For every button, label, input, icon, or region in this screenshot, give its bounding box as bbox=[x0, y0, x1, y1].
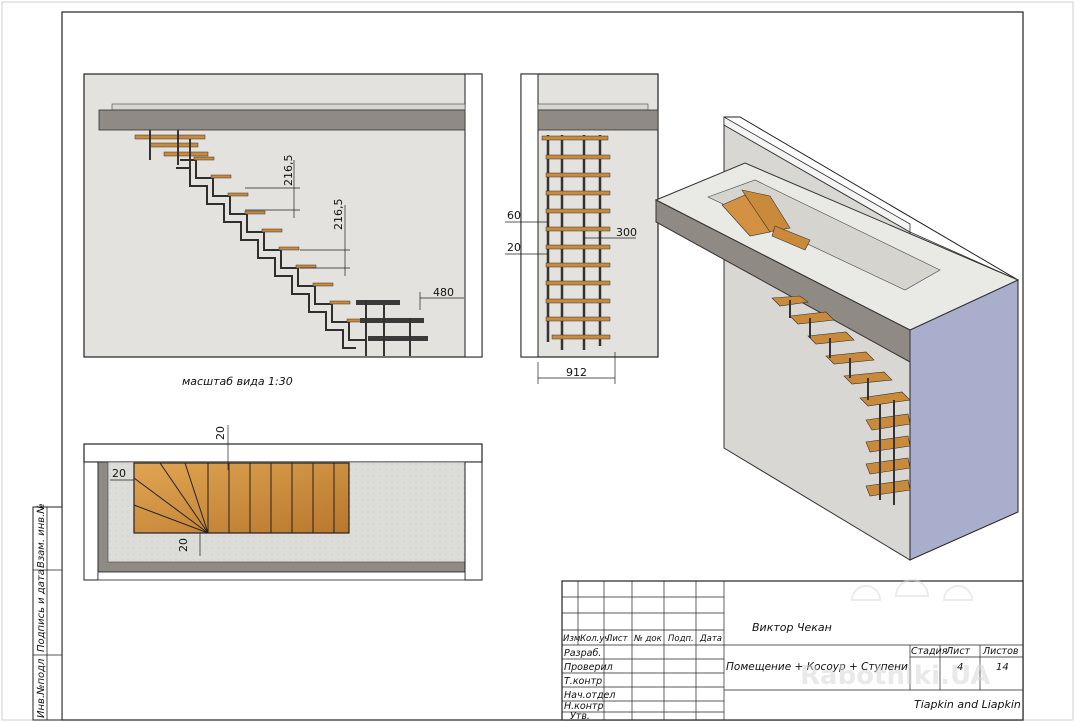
dim-300: 300 bbox=[616, 226, 637, 239]
dim-912: 912 bbox=[566, 366, 587, 379]
listov-value: 14 bbox=[996, 662, 1009, 673]
title-block: Изм. Кол.уч Лист № док Подп. Дата Разраб… bbox=[561, 580, 1024, 722]
dim-plan-left: 20 bbox=[112, 467, 126, 480]
listov-label: Листов bbox=[982, 646, 1019, 657]
isometric-view bbox=[654, 116, 1020, 561]
col-podp: Подп. bbox=[668, 634, 694, 644]
list-value: 4 bbox=[957, 662, 963, 673]
left-stamp-strip: Инв.№подл Подпись и дата Взам. инв.№ bbox=[32, 503, 63, 721]
row-razrab: Разраб. bbox=[564, 648, 601, 659]
dim-plan-top: 20 bbox=[214, 426, 227, 440]
dim-60: 60 bbox=[507, 209, 521, 222]
helmet-icon bbox=[850, 579, 974, 601]
dim-plan-bottom: 20 bbox=[177, 538, 190, 552]
dim-rise-1: 216,5 bbox=[282, 155, 295, 187]
col-list: Лист bbox=[605, 634, 629, 644]
strip-podp-data: Подпись и дата bbox=[36, 569, 47, 652]
strip-vzam: Взам. инв.№ bbox=[36, 503, 47, 568]
side-elevation-view: 60 20 300 912 bbox=[505, 73, 659, 384]
organization-name: Tiapkin and Liapkin bbox=[914, 698, 1021, 711]
row-nachotdel: Нач.отдел bbox=[564, 690, 615, 701]
watermark: Rabotniki.UA bbox=[800, 579, 990, 691]
drawing-frame bbox=[61, 11, 1024, 721]
row-tkontr: Т.контр bbox=[564, 676, 602, 687]
col-izm: Изм. bbox=[563, 634, 583, 644]
document-title: Помещение + Косоур + Ступени bbox=[726, 661, 908, 673]
dim-20-side: 20 bbox=[507, 241, 521, 254]
scale-label: масштаб вида 1:30 bbox=[182, 375, 293, 388]
stadia-label: Стадия bbox=[911, 646, 948, 657]
col-data: Дата bbox=[699, 634, 722, 644]
col-kol: Кол.уч bbox=[580, 634, 609, 644]
author-name: Виктор Чекан bbox=[752, 621, 832, 634]
watermark-text: Rabotniki.UA bbox=[800, 661, 990, 691]
dim-landing: 480 bbox=[433, 286, 454, 299]
list-label: Лист bbox=[945, 646, 971, 657]
dim-rise-2: 216,5 bbox=[332, 199, 345, 231]
col-doc: № док bbox=[633, 634, 663, 644]
row-nkontr: Н.контр bbox=[564, 701, 604, 712]
strip-inv-podl: Инв.№подл bbox=[36, 658, 47, 718]
row-utv: Утв. bbox=[570, 711, 590, 722]
row-proveril: Проверил bbox=[564, 662, 613, 673]
front-elevation-view: 216,5 216,5 480 bbox=[83, 73, 483, 358]
plan-view: 20 20 20 bbox=[83, 425, 483, 581]
